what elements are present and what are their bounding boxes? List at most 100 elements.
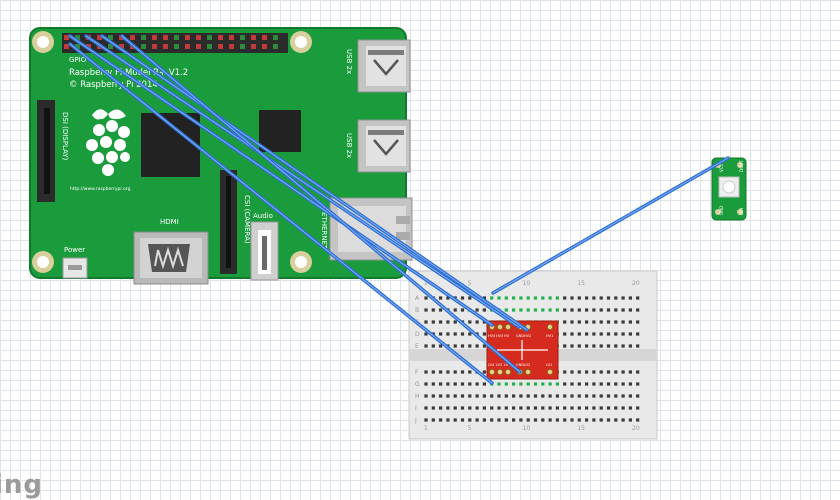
breadboard-hole [453, 394, 457, 398]
gpio-pin [75, 35, 80, 40]
breadboard-hole [439, 332, 443, 336]
raspberry-pi-board[interactable]: GPIO Raspberry Pi Model B+ V1.2 © Raspbe… [29, 27, 413, 285]
breadboard-hole [439, 344, 443, 348]
gpio-pin [262, 44, 267, 49]
breadboard-hole [621, 394, 625, 398]
breadboard-hole [592, 332, 596, 336]
wire[interactable] [491, 156, 730, 295]
breadboard-hole [497, 418, 501, 422]
breadboard-hole [541, 296, 545, 300]
breadboard-hole [453, 332, 457, 336]
breadboard-hole [533, 296, 538, 300]
row-letter: G [415, 381, 420, 388]
gpio-pin [196, 35, 201, 40]
breadboard-hole [570, 370, 574, 374]
led-module[interactable]: VCC DOUT GND DIN [711, 157, 747, 221]
breadboard-hole [468, 382, 472, 386]
breadboard-hole [599, 382, 603, 386]
breadboard-hole [431, 406, 435, 410]
breadboard-hole [548, 394, 552, 398]
gpio-pin [218, 44, 223, 49]
breadboard-hole [628, 394, 632, 398]
breadboard-hole [577, 418, 581, 422]
breadboard-hole [453, 418, 457, 422]
breadboard-hole [512, 308, 516, 312]
wire[interactable] [68, 34, 494, 327]
breadboard-hole [577, 320, 581, 324]
level-shifter-pin-label: LV4 [488, 363, 495, 367]
gpio-pin [64, 44, 69, 49]
breadboard-hole [548, 418, 552, 422]
breadboard-hole [628, 308, 632, 312]
breadboard-hole [424, 308, 428, 312]
breadboard-hole [424, 418, 428, 422]
breadboard-hole [599, 406, 603, 410]
breadboard-hole [424, 370, 428, 374]
level-shifter-pin [496, 368, 504, 376]
usb-port-1[interactable] [357, 39, 411, 93]
level-shifter-pin-label: HV [504, 334, 510, 338]
breadboard-hole [577, 370, 581, 374]
wire[interactable] [68, 42, 494, 385]
gpio-pin [64, 35, 69, 40]
breadboard-hole [585, 296, 589, 300]
breadboard-hole [621, 406, 625, 410]
breadboard-hole [555, 406, 559, 410]
breadboard-hole [453, 320, 457, 324]
wires[interactable] [68, 34, 730, 385]
breadboard-hole [431, 370, 435, 374]
breadboard-hole [482, 394, 486, 398]
gpio-pin [218, 35, 223, 40]
breadboard-hole [636, 332, 640, 336]
breadboard-hole [504, 406, 508, 410]
breadboard-hole [460, 418, 465, 422]
usb-port-2[interactable] [357, 119, 411, 173]
breadboard-hole [555, 394, 559, 398]
breadboard-hole [555, 296, 559, 300]
power-port[interactable] [62, 257, 88, 279]
row-letter: J [414, 417, 417, 424]
hdmi-port[interactable] [133, 231, 209, 285]
wire[interactable] [120, 34, 522, 374]
breadboard-hole [424, 406, 428, 410]
breadboard-hole [453, 308, 457, 312]
breadboard-hole [460, 394, 465, 398]
breadboard-hole [592, 418, 596, 422]
breadboard-hole [490, 418, 494, 422]
wire[interactable] [100, 34, 529, 332]
gpio-pin [207, 44, 212, 49]
breadboard-hole [439, 296, 443, 300]
breadboard-hole [555, 308, 559, 312]
breadboard-hole [541, 406, 545, 410]
column-number: 10 [523, 280, 531, 287]
breadboard-hole [526, 418, 530, 422]
breadboard-hole [606, 370, 611, 374]
breadboard-hole [585, 394, 589, 398]
breadboard-hole [512, 418, 516, 422]
breadboard-hole [614, 394, 618, 398]
csi-connector [220, 170, 237, 274]
audio-jack[interactable] [250, 221, 279, 281]
column-number: 1 [424, 280, 428, 287]
breadboard-hole [519, 382, 523, 386]
breadboard-hole [424, 394, 428, 398]
breadboard-hole [621, 308, 625, 312]
breadboard-hole [563, 332, 567, 336]
gpio-pin [251, 44, 256, 49]
gpio-pin [229, 35, 234, 40]
breadboard-hole [628, 332, 632, 336]
gpio-pin [86, 44, 91, 49]
level-shifter-pin [496, 323, 504, 331]
level-shifter-pin-label: HV2 [524, 334, 531, 338]
breadboard-hole [533, 418, 538, 422]
breadboard-hole [453, 344, 457, 348]
breadboard-hole [606, 296, 611, 300]
breadboard-hole [570, 320, 574, 324]
breadboard-hole [570, 296, 574, 300]
gpio-pin [262, 35, 267, 40]
breadboard-hole [446, 296, 450, 300]
breadboard-hole [599, 370, 603, 374]
wire[interactable] [84, 34, 521, 329]
